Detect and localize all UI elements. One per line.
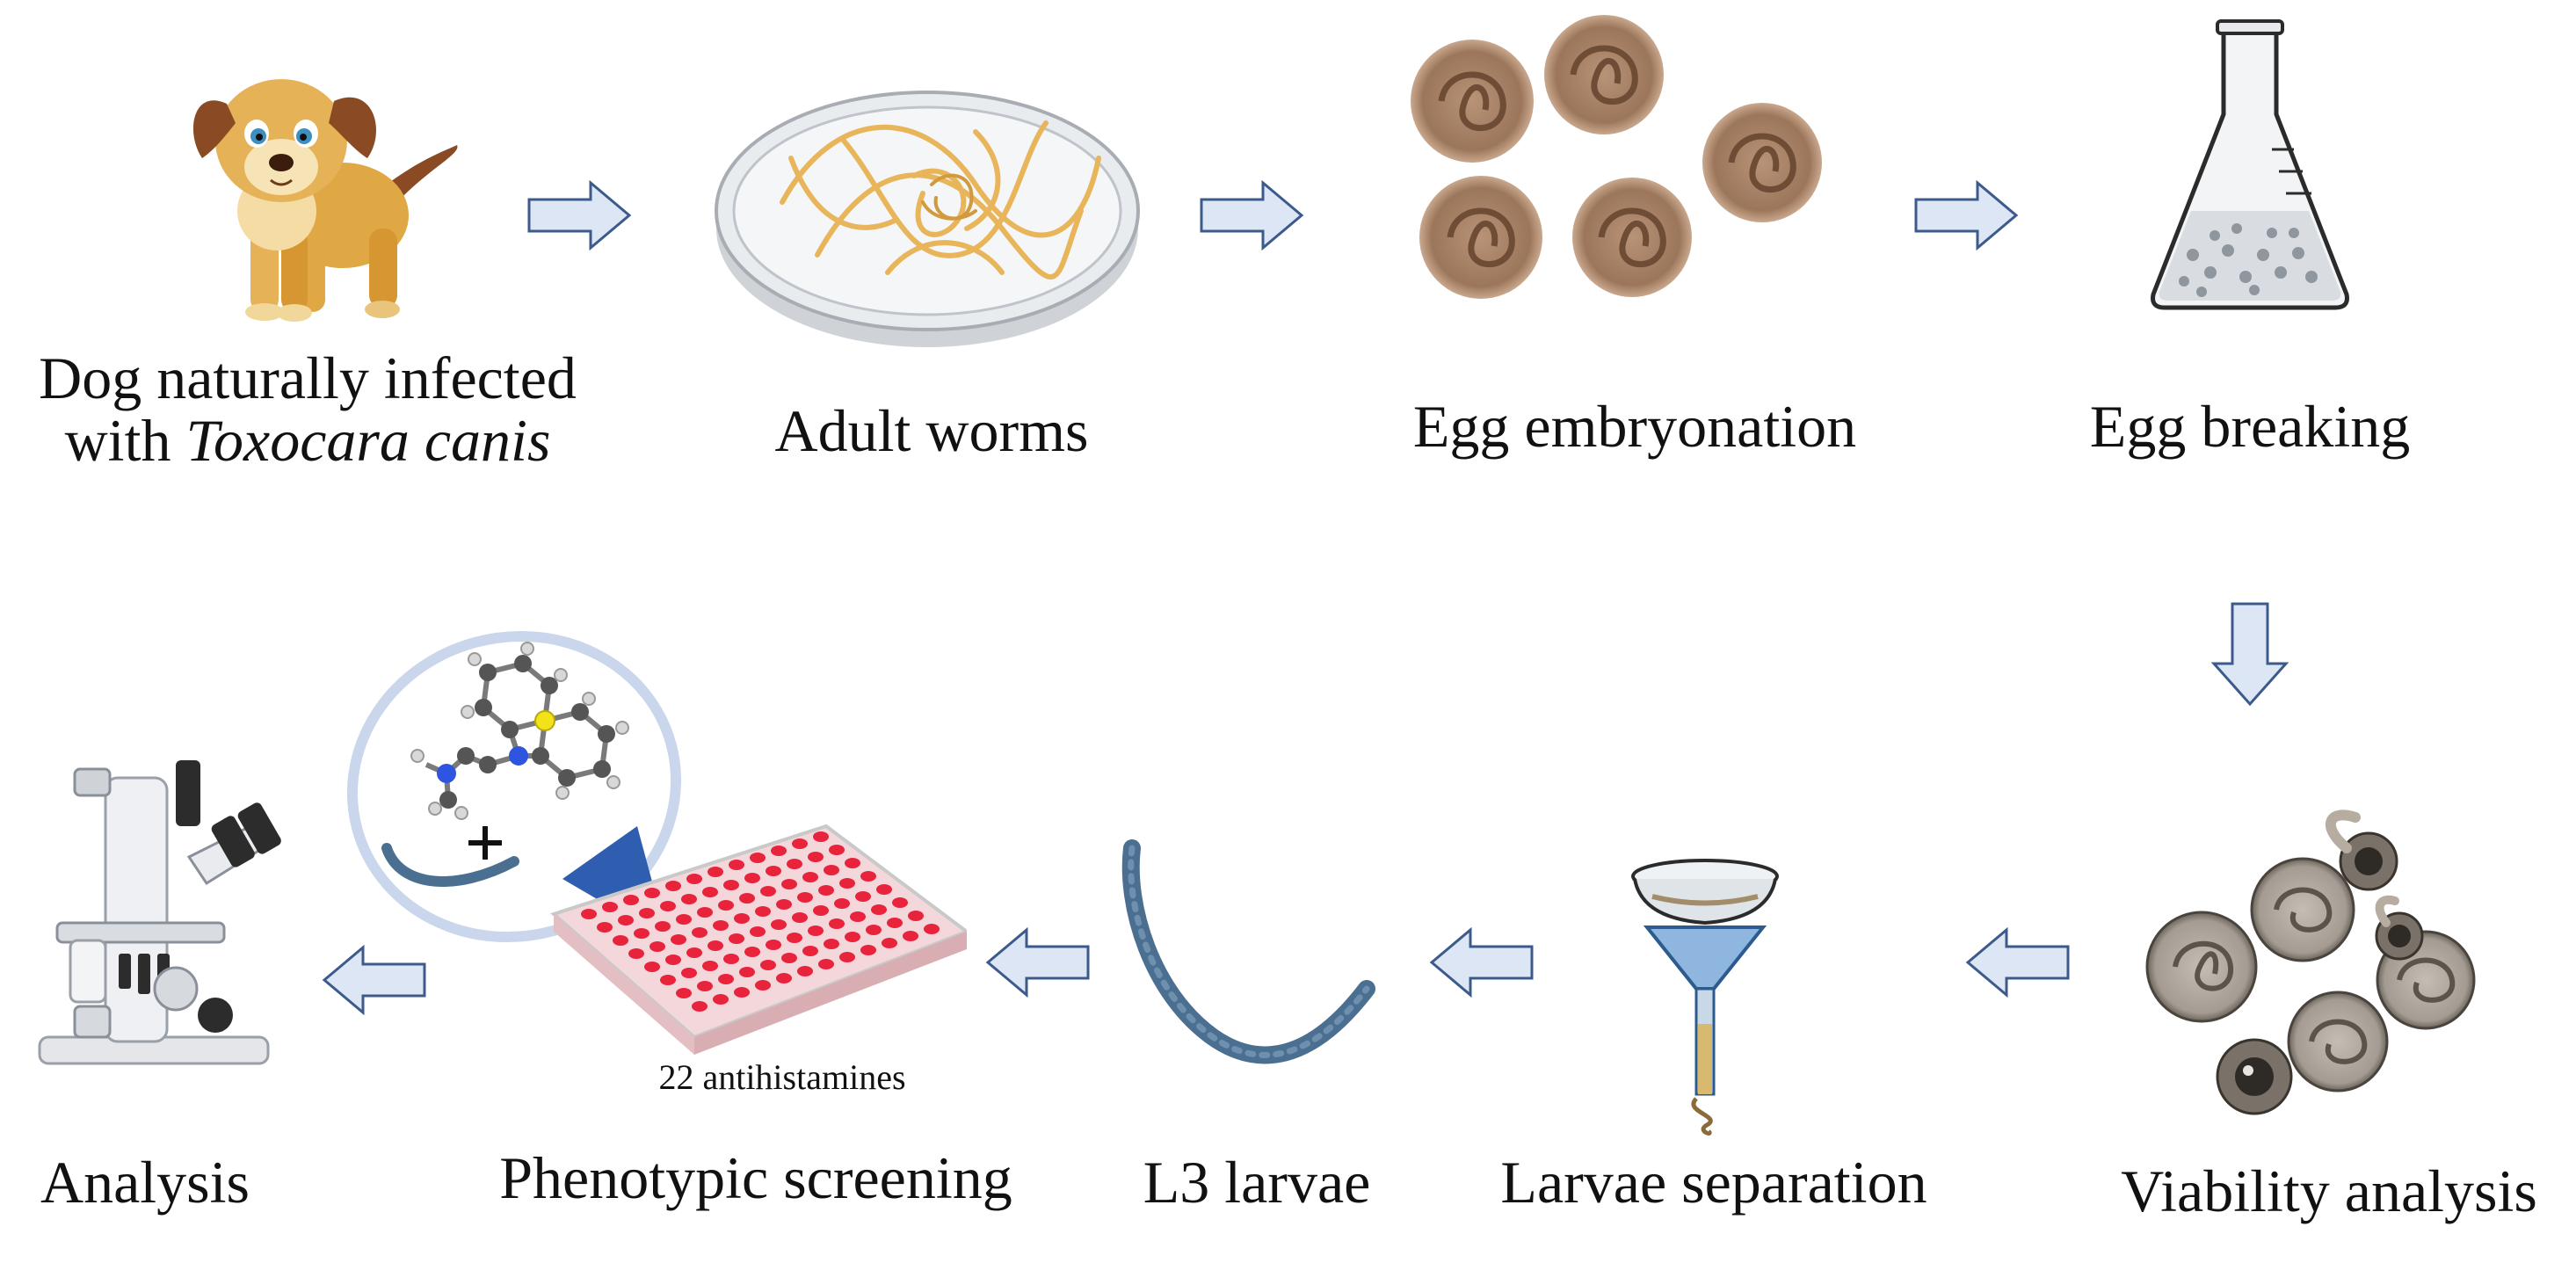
hatching-eggs <box>2136 809 2505 1134</box>
step-label-phenotypic-screening: Phenotypic screening <box>499 1144 1012 1211</box>
arrow-down-icon <box>2210 602 2289 708</box>
arrow-right-icon <box>1200 180 1305 250</box>
dog-illustration <box>167 35 466 334</box>
erlenmeyer-flask <box>2140 18 2360 316</box>
step-label-analysis: Analysis <box>40 1149 250 1216</box>
arrow-left-icon <box>1428 927 1534 998</box>
arrow-right-icon <box>1914 180 2020 250</box>
arrow-right-icon <box>527 180 633 250</box>
arrow-left-icon <box>321 945 426 1015</box>
arrow-left-icon <box>1964 927 2070 998</box>
larva <box>1116 835 1380 1081</box>
species-name: Toxocara canis <box>185 407 551 475</box>
compound-count-label: 22 antihistamines <box>658 1057 906 1097</box>
step-label-larvae-separation: Larvae separation <box>1500 1149 1927 1216</box>
step-label-viability-analysis: Viability analysis <box>2121 1158 2537 1224</box>
embryonated-eggs <box>1402 13 1832 312</box>
arrow-left-icon <box>984 927 1090 998</box>
microscope <box>22 751 303 1077</box>
step-label-dog: Dog naturally infected with Toxocara can… <box>39 345 577 475</box>
step-label-adult-worms: Adult worms <box>774 397 1089 464</box>
step-label-egg-embryonation: Egg embryonation <box>1412 393 1857 460</box>
well-plate-with-molecule <box>334 624 967 1063</box>
step-label-l3-larvae: L3 larvae <box>1143 1149 1371 1216</box>
step-label-egg-breaking: Egg breaking <box>2089 393 2411 460</box>
petri-dish-worms <box>712 53 1143 360</box>
funnel <box>1626 857 1784 1138</box>
